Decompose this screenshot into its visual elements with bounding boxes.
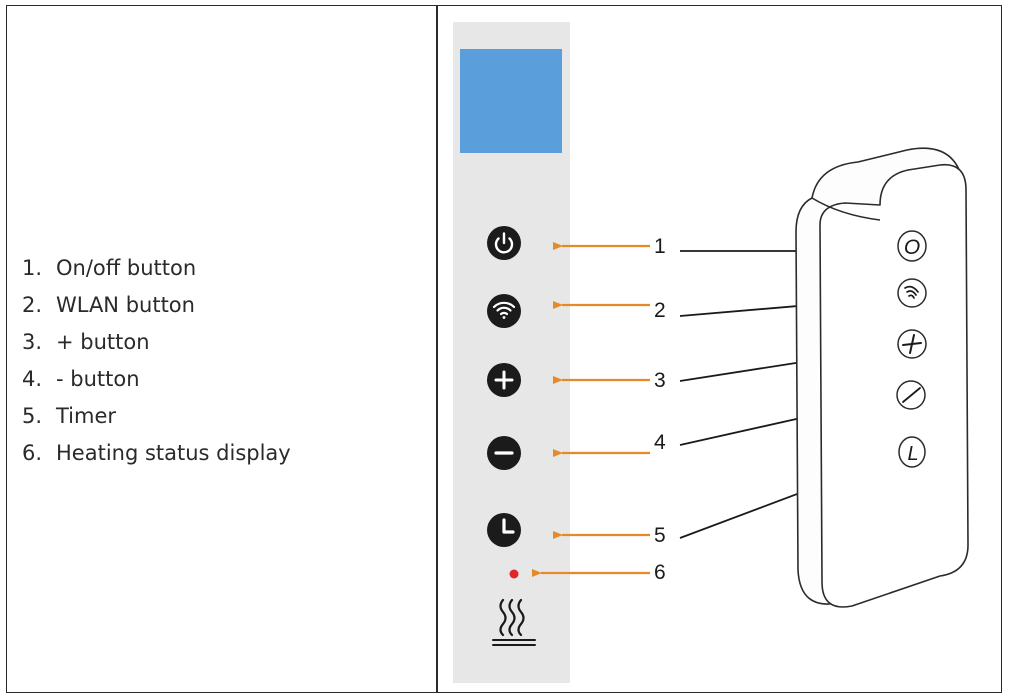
- legend-label: Timer: [56, 404, 117, 428]
- legend-label: WLAN button: [56, 293, 195, 317]
- callout-number-5: 5: [654, 524, 666, 547]
- power-icon: [494, 232, 514, 254]
- plus-icon: [494, 370, 514, 390]
- column-divider: [436, 5, 438, 693]
- minus-button[interactable]: [487, 436, 521, 470]
- legend-number: 2.: [22, 293, 43, 317]
- remote-top-edge: [811, 197, 881, 221]
- power-button[interactable]: [487, 226, 521, 260]
- legend-number: 5.: [22, 404, 43, 428]
- remote-minus-icon: [902, 387, 921, 403]
- plus-button[interactable]: [487, 363, 521, 397]
- callout-number-4: 4: [654, 431, 666, 454]
- legend-item-timer: 5. Timer: [22, 398, 291, 435]
- panel-callout-arrows: [532, 242, 650, 577]
- remote-timer-label: L: [907, 443, 918, 465]
- callout-number-1: 1: [654, 235, 666, 258]
- callout-numbers: 1 2 3 4 5 6: [654, 235, 666, 584]
- wifi-icon: [492, 301, 516, 319]
- legend-item-on-off: 1. On/off button: [22, 250, 291, 287]
- diagram-frame: [6, 5, 1002, 693]
- display-screen: [460, 49, 562, 153]
- legend-item-minus: 4. - button: [22, 361, 291, 398]
- callout-number-2: 2: [654, 299, 666, 322]
- callout-number-3: 3: [654, 369, 666, 392]
- legend-number: 4.: [22, 367, 43, 391]
- legend-label: + button: [56, 330, 150, 354]
- remote-on-off-button[interactable]: O: [897, 230, 927, 262]
- legend-label: Heating status display: [56, 441, 291, 465]
- heating-icon: [492, 598, 536, 646]
- timer-button[interactable]: [487, 513, 521, 547]
- legend-list: 1. On/off button 2. WLAN button 3. + button…: [22, 250, 291, 472]
- legend-item-plus: 3. + button: [22, 324, 291, 361]
- legend-number: 1.: [22, 256, 43, 280]
- remote-wifi-icon: [904, 285, 919, 299]
- legend-item-heating: 6. Heating status display: [22, 435, 291, 472]
- remote-wlan-button[interactable]: [897, 278, 927, 308]
- legend-item-wlan: 2. WLAN button: [22, 287, 291, 324]
- remote-front-face: [819, 163, 969, 608]
- remote-plus-icon: [902, 334, 922, 354]
- callout-number-6: 6: [654, 561, 666, 584]
- legend-number: 6.: [22, 441, 43, 465]
- clock-icon: [502, 518, 515, 534]
- wlan-button[interactable]: [487, 294, 521, 328]
- heating-status-led: [509, 569, 519, 579]
- remote-timer-button[interactable]: L: [898, 436, 926, 468]
- legend-label: On/off button: [56, 256, 197, 280]
- legend-number: 3.: [22, 330, 43, 354]
- remote-control: [795, 147, 969, 608]
- remote-minus-button[interactable]: [896, 380, 926, 410]
- remote-plus-button[interactable]: [897, 329, 927, 359]
- remote-on-off-label: O: [904, 236, 920, 259]
- legend-label: - button: [56, 367, 140, 391]
